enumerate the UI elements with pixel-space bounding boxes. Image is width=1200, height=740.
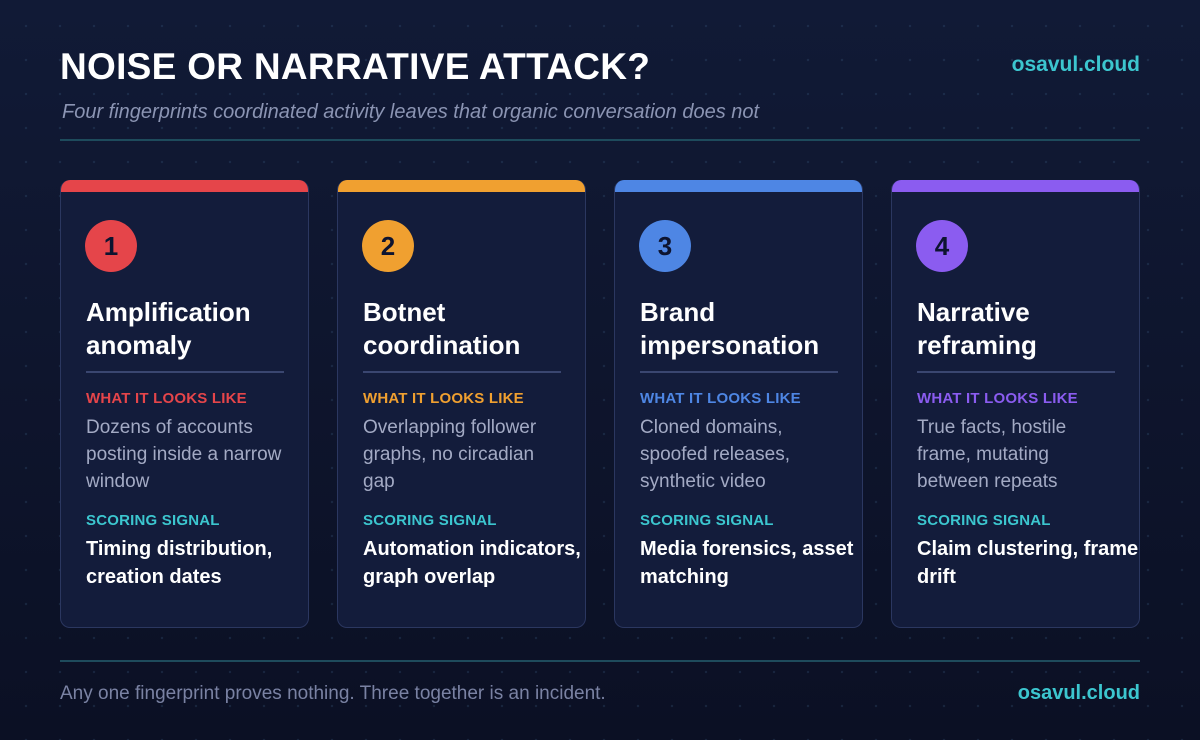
card-accent-bar	[615, 180, 862, 192]
scoring-signal-label: SCORING SIGNAL	[86, 512, 220, 529]
card-divider	[86, 371, 284, 373]
looks-like-text: Dozens of accounts posting inside a narr…	[86, 417, 282, 492]
card-divider	[640, 371, 838, 373]
card-number-badge: 4	[916, 220, 968, 272]
looks-like-label: WHAT IT LOOKS LIKE	[86, 390, 247, 407]
card-accent-bar	[338, 180, 585, 192]
card-title: Brand impersonation	[640, 297, 820, 360]
header-divider	[60, 139, 1140, 141]
card-title: Narrative reframing	[917, 297, 1037, 360]
card-divider	[363, 371, 561, 373]
page-title: NOISE OR NARRATIVE ATTACK?	[60, 46, 651, 87]
footer-divider	[60, 660, 1140, 662]
card-narrative-reframing: 4 Narrative reframing WHAT IT LOOKS LIKE…	[891, 180, 1140, 628]
card-title: Botnet coordination	[363, 297, 521, 360]
card-botnet-coordination: 2 Botnet coordination WHAT IT LOOKS LIKE…	[337, 180, 586, 628]
scoring-signal-label: SCORING SIGNAL	[917, 512, 1051, 529]
scoring-signal-text: Claim clustering, frame drift	[917, 538, 1139, 588]
card-number-badge: 3	[639, 220, 691, 272]
card-accent-bar	[892, 180, 1139, 192]
scoring-signal-label: SCORING SIGNAL	[363, 512, 497, 529]
scoring-signal-text: Automation indicators, graph overlap	[363, 538, 581, 588]
looks-like-text: Cloned domains, spoofed releases, synthe…	[640, 417, 790, 492]
card-amplification-anomaly: 1 Amplification anomaly WHAT IT LOOKS LI…	[60, 180, 309, 628]
looks-like-text: Overlapping follower graphs, no circadia…	[363, 417, 537, 492]
looks-like-text: True facts, hostile frame, mutating betw…	[917, 417, 1067, 492]
brand-link-header[interactable]: osavul.cloud	[1011, 53, 1140, 76]
card-number-badge: 2	[362, 220, 414, 272]
card-divider	[917, 371, 1115, 373]
fingerprint-cards: 1 Amplification anomaly WHAT IT LOOKS LI…	[60, 180, 1140, 628]
card-title: Amplification anomaly	[86, 297, 251, 360]
scoring-signal-text: Timing distribution, creation dates	[86, 538, 273, 588]
looks-like-label: WHAT IT LOOKS LIKE	[640, 390, 801, 407]
looks-like-label: WHAT IT LOOKS LIKE	[363, 390, 524, 407]
looks-like-label: WHAT IT LOOKS LIKE	[917, 390, 1078, 407]
card-accent-bar	[61, 180, 308, 192]
card-brand-impersonation: 3 Brand impersonation WHAT IT LOOKS LIKE…	[614, 180, 863, 628]
brand-link-footer[interactable]: osavul.cloud	[1017, 682, 1140, 704]
card-number-badge: 1	[85, 220, 137, 272]
scoring-signal-label: SCORING SIGNAL	[640, 512, 774, 529]
scoring-signal-text: Media forensics, asset matching	[640, 538, 854, 588]
page-subtitle: Four fingerprints coordinated activity l…	[62, 101, 760, 123]
footer-note: Any one fingerprint proves nothing. Thre…	[60, 683, 606, 704]
